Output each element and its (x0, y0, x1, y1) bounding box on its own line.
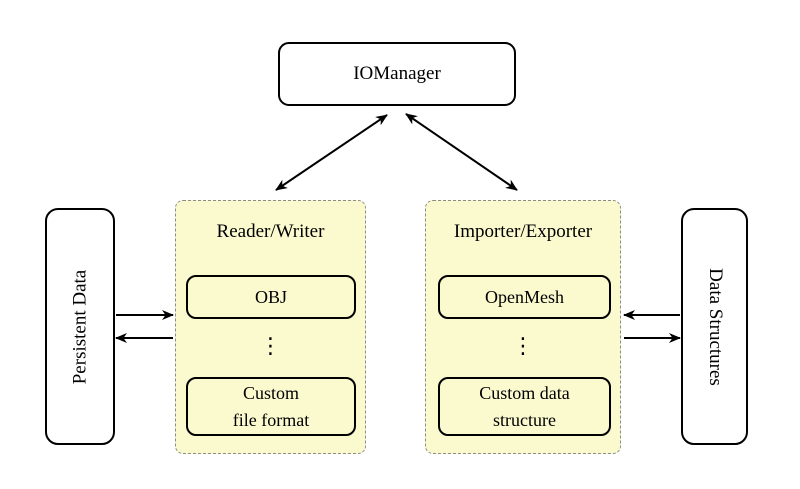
arrow-iomanager-importer-exporter (405, 113, 518, 191)
iomanager-label: IOManager (353, 63, 441, 84)
node-custom-file-format: Custom file format (186, 377, 356, 436)
panel-importer-exporter: Importer/Exporter OpenMesh ⋮ Custom data… (425, 200, 621, 454)
node-iomanager: IOManager (278, 42, 516, 106)
node-openmesh: OpenMesh (438, 275, 611, 319)
panel-reader-writer-title: Reader/Writer (216, 221, 325, 242)
arrow-iomanager-reader-writer (275, 114, 388, 191)
node-persistent-data: Persistent Data (45, 208, 115, 445)
node-data-structures: Data Structures (681, 208, 748, 445)
ellipsis-dots-left: ⋮ (259, 334, 282, 359)
ellipsis-dots-right: ⋮ (512, 334, 534, 359)
data-structures-label: Data Structures (704, 267, 726, 386)
panel-importer-exporter-title: Importer/Exporter (453, 221, 593, 242)
panel-reader-writer: Reader/Writer OBJ ⋮ Custom file format (175, 200, 366, 454)
node-custom-data-structure: Custom data structure (438, 377, 611, 436)
node-obj: OBJ (186, 275, 356, 319)
persistent-data-label: Persistent Data (69, 269, 91, 384)
